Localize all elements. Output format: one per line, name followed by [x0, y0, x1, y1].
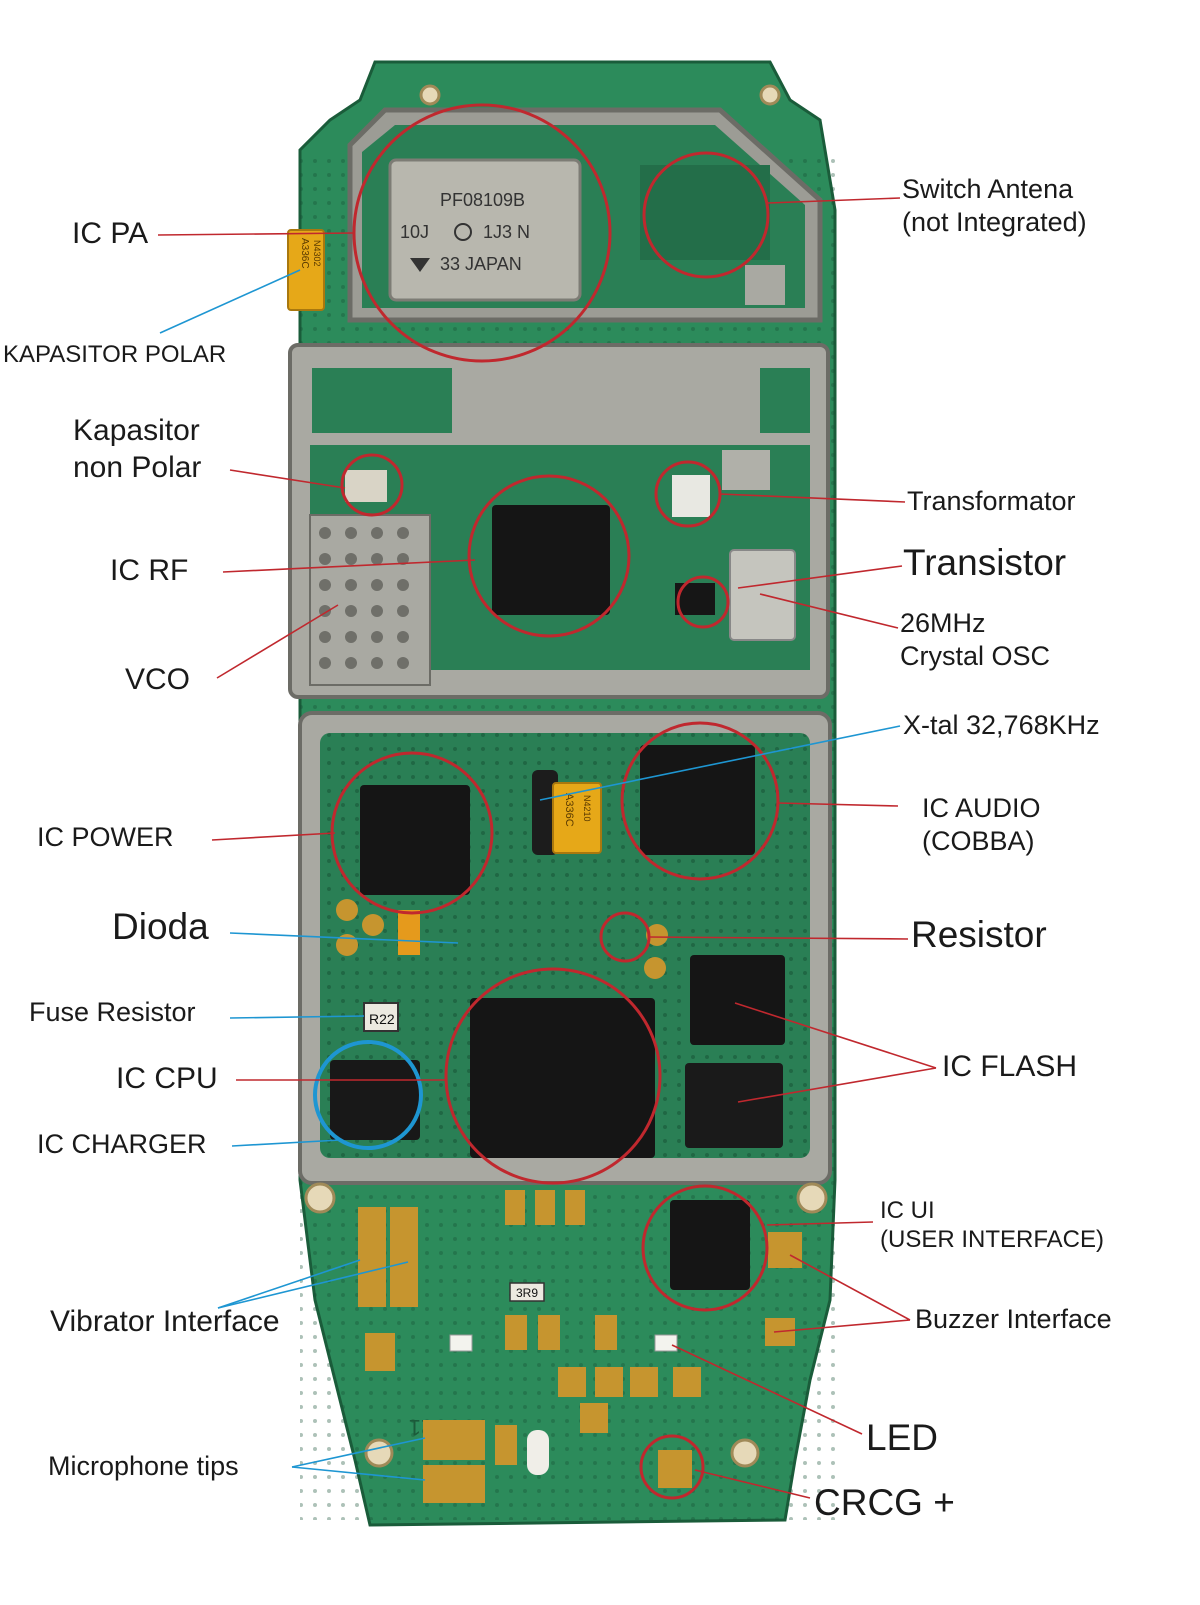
label-ic-ui-line1: IC UI — [880, 1197, 935, 1224]
marker-ic-ui — [641, 1184, 769, 1312]
ic-cpu-chip — [470, 998, 655, 1158]
marker-ic-audio — [620, 721, 780, 881]
ic-charger-chip — [330, 1060, 420, 1140]
pa-marking-2: 10J — [400, 222, 429, 242]
label-switch-antena-line2: (not Integrated) — [902, 206, 1087, 237]
label-crcg: CRCG + — [814, 1482, 955, 1523]
crcg-pad — [658, 1450, 692, 1488]
ic-flash-chip-2 — [685, 1063, 783, 1148]
svg-text:3R9: 3R9 — [516, 1286, 538, 1300]
ic-flash-chip-1 — [690, 955, 785, 1045]
marker-crcg — [639, 1434, 705, 1500]
label-buzzer-interface: Buzzer Interface — [915, 1304, 1112, 1334]
marker-switch-antena — [642, 151, 770, 279]
led-right — [654, 1334, 678, 1352]
ic-power-chip — [360, 785, 470, 895]
label-fuse-resistor: Fuse Resistor — [29, 997, 196, 1027]
svg-text:R22: R22 — [369, 1011, 395, 1027]
pa-marking-4: 33 JAPAN — [440, 254, 522, 274]
led-left — [449, 1334, 473, 1352]
svg-text:A336C: A336C — [299, 238, 310, 269]
label-vibrator-interface: Vibrator Interface — [50, 1305, 280, 1338]
label-ic-power: IC POWER — [37, 822, 174, 852]
svg-text:A336C: A336C — [563, 793, 575, 827]
label-crystal-osc-line1: 26MHz — [900, 608, 986, 638]
label-kapasitor-non-polar-line2: non Polar — [73, 450, 202, 484]
label-ic-audio-line2: (COBBA) — [922, 825, 1035, 856]
label-dioda: Dioda — [112, 906, 209, 947]
resistor-3r9 — [509, 1282, 545, 1302]
label-ic-charger: IC CHARGER — [37, 1129, 207, 1159]
svg-text:N4302: N4302 — [312, 240, 322, 267]
label-transformator: Transformator — [907, 486, 1076, 516]
microphone-pad-1 — [423, 1420, 485, 1460]
label-ic-flash: IC FLASH — [942, 1050, 1078, 1083]
xtal-component — [532, 770, 558, 855]
label-ic-pa: IC PA — [72, 217, 149, 250]
microphone-pad-2 — [423, 1465, 485, 1503]
marker-ic-cpu — [444, 967, 662, 1185]
label-switch-antena: Switch Antena (not Integrated) — [902, 173, 1087, 239]
tantalum-capacitor — [552, 782, 602, 854]
label-ic-rf: IC RF — [110, 554, 189, 587]
marker-ic-rf — [467, 474, 631, 638]
pa-marking-3: 1J3 N — [483, 222, 530, 242]
ic-audio-chip — [640, 745, 755, 855]
label-ic-ui-line2: (USER INTERFACE) — [880, 1226, 1105, 1254]
label-crystal-osc-line2: Crystal OSC — [900, 640, 1051, 671]
label-ic-audio-line1: IC AUDIO — [922, 793, 1041, 823]
label-ic-ui: IC UI (USER INTERFACE) — [880, 1196, 1104, 1255]
pa-marking-1: PF08109B — [440, 190, 525, 210]
ic-ui-chip — [670, 1200, 750, 1290]
label-kapasitor-non-polar-line1: Kapasitor — [73, 414, 200, 447]
ic-rf-chip — [492, 505, 610, 615]
svg-text:N4210: N4210 — [582, 795, 592, 822]
label-kapasitor-polar: KAPASITOR POLAR — [3, 341, 227, 368]
marker-ic-charger — [313, 1040, 423, 1150]
label-microphone-tips: Microphone tips — [48, 1451, 239, 1481]
label-resistor: Resistor — [911, 914, 1047, 955]
label-ic-cpu: IC CPU — [116, 1062, 218, 1095]
marker-kapasitor-non-polar — [340, 453, 404, 517]
label-vco: VCO — [125, 663, 191, 696]
label-xtal: X-tal 32,768KHz — [903, 710, 1100, 740]
fuse-resistor — [363, 1002, 399, 1032]
ic-pa-chip — [388, 158, 582, 302]
label-kapasitor-non-polar: Kapasitor non Polar — [73, 413, 201, 486]
label-switch-antena-line1: Switch Antena — [902, 174, 1074, 204]
polar-capacitor — [287, 229, 325, 311]
label-crystal-osc: 26MHz Crystal OSC — [900, 607, 1050, 673]
label-led: LED — [866, 1417, 938, 1458]
label-ic-audio: IC AUDIO (COBBA) — [922, 792, 1041, 858]
marker-transistor — [676, 575, 730, 629]
label-transistor: Transistor — [903, 542, 1067, 583]
